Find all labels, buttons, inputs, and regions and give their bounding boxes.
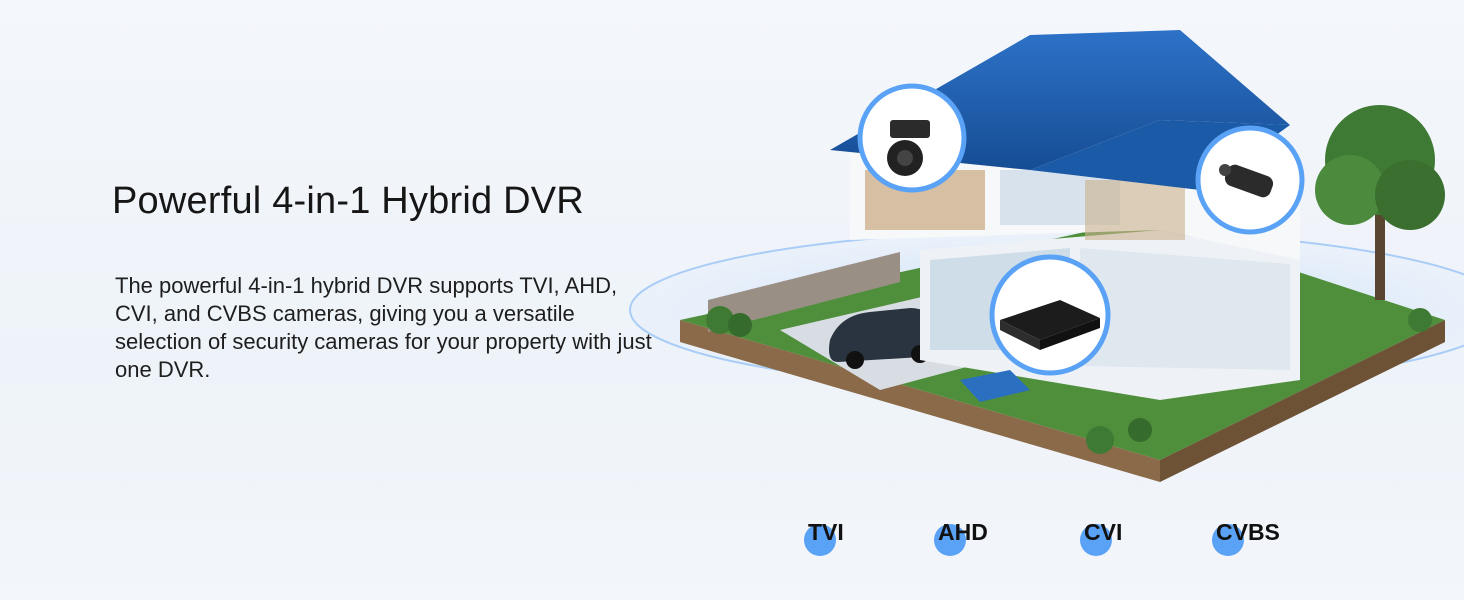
tree	[1315, 105, 1445, 300]
bullet-camera-callout	[1195, 125, 1305, 235]
badge-tvi: TVI	[804, 516, 844, 556]
product-description: The powerful 4-in-1 hybrid DVR supports …	[115, 273, 652, 382]
badge-dot	[1080, 524, 1112, 556]
badge-label: CVI	[1084, 519, 1123, 545]
fence	[708, 252, 900, 332]
badge-label: AHD	[938, 519, 988, 545]
badge-ahd: AHD	[934, 516, 988, 556]
badge-dot	[934, 524, 966, 556]
badge-dot	[1212, 524, 1244, 556]
badge-label: TVI	[808, 519, 844, 545]
badge-label: CVBS	[1216, 519, 1280, 545]
badge-dot	[804, 524, 836, 556]
house-illustration	[600, 20, 1464, 520]
dvr-callout	[989, 254, 1111, 376]
badge-cvbs: CVBS	[1212, 516, 1280, 556]
dome-camera-callout	[857, 83, 967, 193]
page-title: Powerful 4-in-1 Hybrid DVR	[112, 180, 584, 222]
badge-cvi: CVI	[1080, 516, 1123, 556]
